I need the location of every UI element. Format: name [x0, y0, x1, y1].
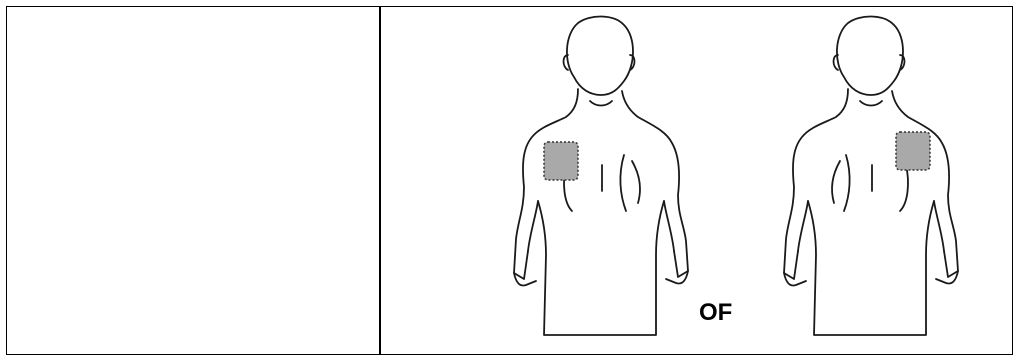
empty-left-cell	[7, 7, 379, 354]
or-separator-label: OF	[699, 299, 733, 326]
body-outline-right	[783, 15, 959, 336]
table-frame	[6, 6, 1013, 355]
body-outline-left	[513, 15, 689, 336]
back-figure-right	[783, 15, 959, 336]
pad-marker-left	[543, 141, 579, 181]
pad-marker-right	[895, 131, 931, 171]
back-figure-left	[513, 15, 689, 336]
cell-divider	[379, 6, 381, 355]
